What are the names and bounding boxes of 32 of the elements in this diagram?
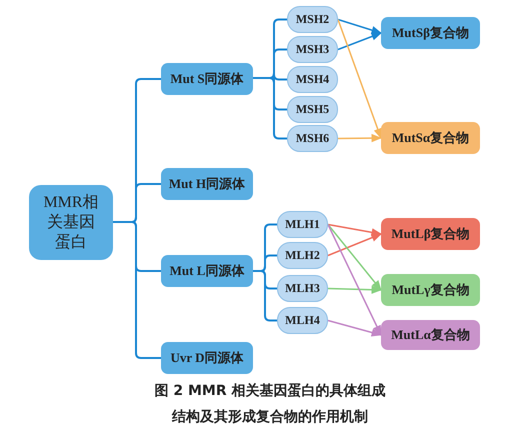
complex-box: MutLα复合物	[381, 320, 480, 350]
root-box: MMR相关基因蛋白	[29, 185, 113, 260]
gene-pill: MLH1	[277, 211, 328, 238]
gene-pill: MSH2	[287, 6, 338, 33]
arrow	[328, 320, 382, 337]
complex-box: MutSα复合物	[381, 122, 480, 154]
bracket-line	[113, 221, 161, 359]
gene-pill: MLH2	[277, 242, 328, 269]
bracket-line	[253, 270, 277, 322]
arrow	[338, 32, 382, 50]
arrow	[328, 224, 382, 236]
group-box: Mut S同源体	[161, 63, 253, 95]
gene-pill: MSH3	[287, 36, 338, 63]
group-box: Mut L同源体	[161, 255, 253, 287]
gene-pill: MLH3	[277, 275, 328, 302]
complex-box: MutLβ复合物	[381, 218, 480, 250]
arrow	[337, 19, 382, 139]
arrow	[327, 224, 382, 291]
figure-caption: 图 2 MMR 相关基因蛋白的具体组成结构及其形成复合物的作用机制	[153, 382, 386, 427]
arrow	[338, 18, 382, 34]
complex-box: MutLγ复合物	[381, 274, 480, 306]
gene-pill: MLH4	[277, 307, 328, 334]
arrow	[328, 233, 382, 256]
gene-pill: MSH6	[287, 125, 338, 152]
arrow	[338, 134, 382, 142]
gene-pill: MSH5	[287, 96, 338, 123]
arrow	[327, 224, 382, 336]
group-box: Mut H同源体	[161, 168, 253, 200]
complex-box: MutSβ复合物	[381, 17, 480, 49]
gene-pill: MSH4	[287, 66, 338, 93]
group-box: Uvr D同源体	[161, 342, 253, 374]
arrow	[328, 286, 382, 294]
